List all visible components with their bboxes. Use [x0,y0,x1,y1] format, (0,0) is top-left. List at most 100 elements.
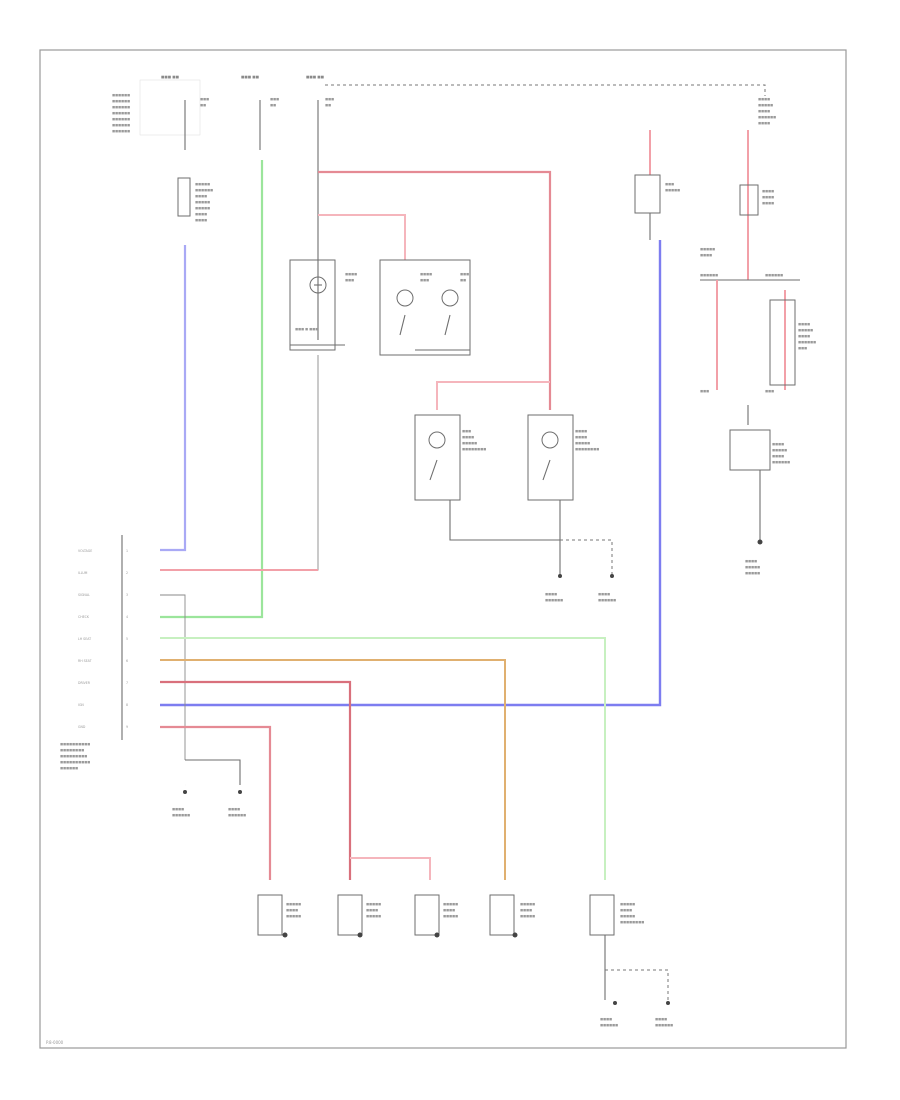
svg-text:■■■■: ■■■■ [462,435,474,439]
svg-text:■■■■■: ■■■■■ [620,902,635,906]
svg-text:■■■: ■■■ [200,97,209,101]
svg-text:■■■■■: ■■■■■ [620,914,635,918]
fuse-3-lower-wire [160,355,319,571]
svg-text:■■■: ■■■ [270,97,279,101]
svg-text:■■■■■■: ■■■■■■ [758,115,776,119]
svg-text:■■■■: ■■■■ [228,807,240,811]
svg-text:■■■■: ■■■■ [762,189,774,193]
svg-text:■■■■■■: ■■■■■■ [112,123,130,127]
bottom-switch-2: ■■■■■ ■■■■ ■■■■■ [337,894,381,938]
svg-text:■■■■: ■■■■ [520,908,532,912]
svg-text:■■■■■: ■■■■■ [195,182,210,186]
lightgreen-wire [160,637,606,880]
module-pin-5-num: 5 [126,637,128,641]
svg-text:■■■■■: ■■■■■ [366,902,381,906]
svg-text:■■■: ■■■ [420,278,429,282]
svg-text:■■■■■■: ■■■■■■ [112,99,130,103]
svg-text:■■■■■: ■■■■■ [798,328,813,332]
svg-text:■■■ ■ ■■■: ■■■ ■ ■■■ [295,327,318,331]
module-pin-3-label: SIGNAL [78,593,90,597]
svg-text:■■■■■■: ■■■■■■ [112,129,130,133]
blue-wire-right [160,240,662,707]
svg-text:■■■: ■■■ [325,97,334,101]
svg-text:■■■■■■: ■■■■■■ [172,813,190,817]
bottom-switch-3: ■■■■■ ■■■■ ■■■■■ [414,894,458,938]
svg-text:■■■■■■■■: ■■■■■■■■ [620,920,644,924]
svg-text:■■■■■: ■■■■■ [286,902,301,906]
diagram-frame [39,49,847,1049]
svg-text:■■■■: ■■■■ [195,218,207,222]
module-ground-bus [185,759,241,785]
top-dashed-line [325,84,766,96]
svg-text:■■■■■■: ■■■■■■ [765,273,783,277]
lamp-ground-drop-b [560,539,613,575]
red-wire-top [318,170,552,410]
svg-text:■■■: ■■■ [345,278,354,282]
bottom-switch-5: ■■■■■ ■■■■ ■■■■■ ■■■■■■■■ ■■■■ ■■■■■■ ■■… [589,894,673,1027]
svg-text:■■: ■■ [325,103,331,107]
svg-text:■■■■■■: ■■■■■■ [112,93,130,97]
svg-text:■■■■■■: ■■■■■■ [195,188,213,192]
right-relay-circuit: ■■■■ ■■■■ ■■■■ ■■■■■ ■■■■ ■■■■■■ ■■■■■■ … [700,130,816,393]
fuse-2-header-label: ■■■ ■■ [241,75,260,79]
svg-text:■■■■■■■■■■: ■■■■■■■■■■ [60,742,90,746]
module-wire-signal [160,594,186,760]
svg-text:■■■■■■■■: ■■■■■■■■ [462,447,486,451]
svg-text:■■■■: ■■■■ [798,322,810,326]
module-pin-1-num: 1 [126,549,128,553]
ground-icon-right [757,539,763,545]
svg-text:■■■■■: ■■■■■ [286,914,301,918]
blue-wire-left [160,245,187,552]
module-pin-9-num: 9 [126,725,128,729]
svg-text:■■■■■■: ■■■■■■ [112,111,130,115]
red-wire-gnd [160,725,272,880]
module-pin-7-num: 7 [126,681,128,685]
svg-text:■■■■■: ■■■■■ [575,441,590,445]
svg-text:■■■■■■: ■■■■■■ [600,1023,618,1027]
svg-text:■■■■■: ■■■■■ [443,914,458,918]
svg-text:■■■: ■■■ [765,389,774,393]
ground-icon-b [610,574,614,578]
svg-text:■■■■■■: ■■■■■■ [228,813,246,817]
svg-text:■■■■■■■■: ■■■■■■■■ [60,748,84,752]
svg-text:■■: ■■ [460,278,466,282]
diagram-code: P.8-0000 [46,1040,64,1045]
svg-text:■■■■: ■■■■ [620,908,632,912]
svg-text:■■■■■■: ■■■■■■ [772,460,790,464]
svg-text:■■■■■: ■■■■■ [195,206,210,210]
svg-text:■■■■: ■■■■ [762,195,774,199]
svg-text:■■■: ■■■ [665,182,674,186]
svg-text:■■■■: ■■■■ [758,121,770,125]
lamp-group-4: ■■■■ ■■■■ ■■■■■ ■■■■■■■■ [527,414,599,501]
svg-text:■■■■■: ■■■■■ [195,200,210,204]
svg-text:■■■■: ■■■■ [172,807,184,811]
svg-text:■■■■■: ■■■■■ [520,902,535,906]
pink-wire-lamps2 [436,381,550,410]
svg-text:■■: ■■ [270,103,276,107]
svg-text:■■■■■■: ■■■■■■ [60,766,78,770]
svg-text:■■■: ■■■ [460,272,469,276]
svg-text:■■■■■■■■: ■■■■■■■■ [575,447,599,451]
svg-text:■■■■: ■■■■ [700,253,712,257]
svg-text:■■■■■■: ■■■■■■ [655,1023,673,1027]
lower-right-switch: ■■■■ ■■■■■ ■■■■ ■■■■■■ ■■■■ ■■■■■ ■■■■■ [729,405,790,575]
fuse-1-header-label: ■■■ ■■ [161,75,180,79]
svg-text:■■■■: ■■■■ [420,272,432,276]
svg-text:■■■■: ■■■■ [745,559,757,563]
svg-text:■■■■■: ■■■■■ [700,247,715,251]
svg-text:■■: ■■ [200,103,206,107]
module-pin-1-label: VOLTAGE [78,549,92,553]
svg-text:■■■■■: ■■■■■ [665,188,680,192]
lamp-group-2: ■■■■ ■■■ ■■■ ■■ [379,259,471,356]
module-pin-3-num: 3 [126,593,128,597]
control-module: VOLTAGE ILLUM SIGNAL CHECK LH SEAT RH SE… [60,535,128,770]
ground-icon-module-b [238,790,242,794]
module-pin-8-label: IGN [78,703,84,707]
ground-icon-a [558,574,562,578]
red-wire-driver [160,680,352,880]
fuse-3-header-label: ■■■ ■■ [306,75,325,79]
lamp-group-1: ■■■■ ■■■ ■■■ ■ ■■■ [289,259,357,351]
svg-text:■■■■: ■■■■ [575,435,587,439]
svg-text:■■■■■■■■■■: ■■■■■■■■■■ [60,760,90,764]
